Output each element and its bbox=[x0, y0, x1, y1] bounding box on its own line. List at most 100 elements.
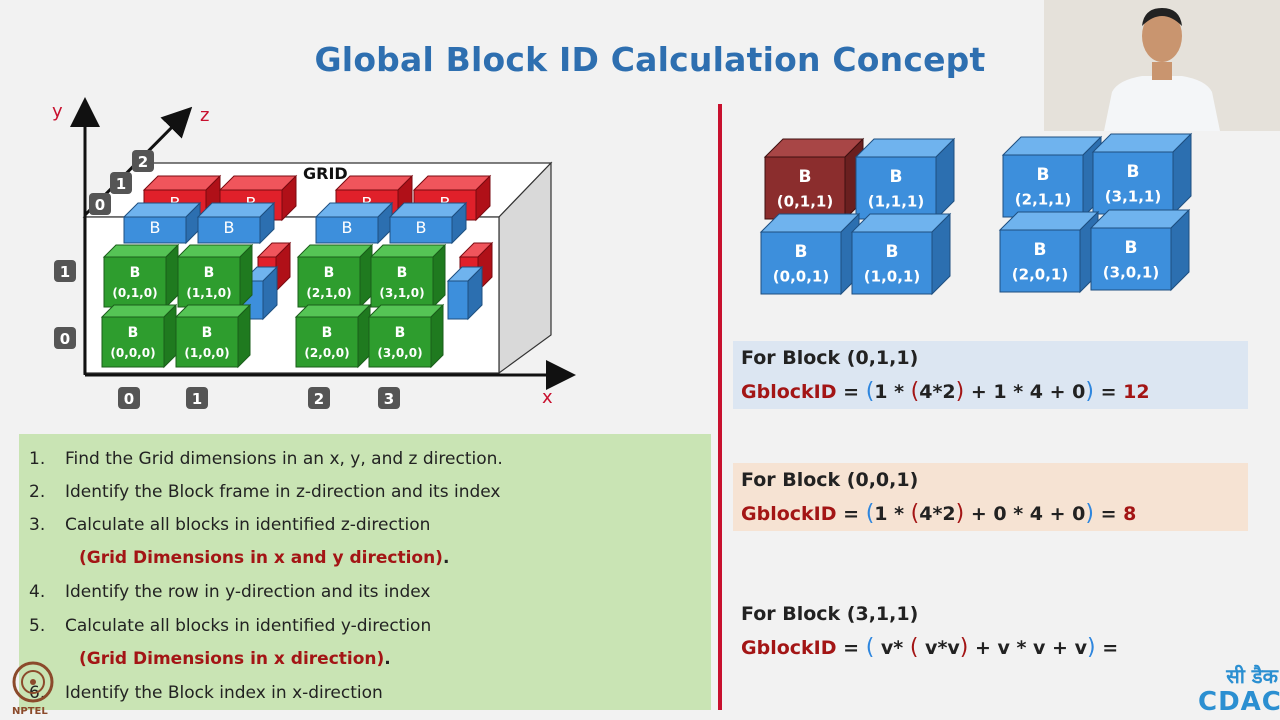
layer-block: B(1,1,1) bbox=[854, 137, 956, 221]
formula-label: GblockID bbox=[741, 637, 837, 659]
grid-diagram: GRID y z x 012100123BBBBBBBBB(0,1,0)B(1,… bbox=[52, 97, 576, 409]
cdac-logo-hindi: सी डैक bbox=[1226, 664, 1278, 688]
cube-front-face bbox=[760, 231, 842, 295]
index-badge-bg bbox=[89, 193, 111, 215]
index-badge-text: 1 bbox=[116, 175, 126, 193]
block-letter: B bbox=[890, 167, 903, 187]
step-number: 2. bbox=[29, 482, 46, 502]
step-1: 1.Find the Grid dimensions in an x, y, a… bbox=[29, 449, 503, 469]
index-badge-text: 3 bbox=[384, 390, 394, 408]
x-index-badge: 1 bbox=[186, 387, 208, 409]
cube-top-face bbox=[102, 244, 180, 258]
index-badge-bg bbox=[54, 327, 76, 349]
step-note-text: (Grid Dimensions in x direction) bbox=[79, 649, 385, 669]
y-index-badge: 0 bbox=[54, 327, 76, 349]
example-heading: For Block (3,1,1) bbox=[741, 603, 919, 625]
cdac-logo: सी डैक CDAC bbox=[1198, 664, 1280, 718]
z-index-badge: 0 bbox=[89, 193, 111, 215]
index-badge-bg bbox=[118, 387, 140, 409]
block-letter: B bbox=[128, 325, 139, 341]
block-letter: B bbox=[795, 242, 808, 262]
block-letter: B bbox=[886, 242, 899, 262]
step-text: Calculate all blocks in identified y-dir… bbox=[65, 616, 432, 636]
z-index-badge: 1 bbox=[110, 172, 132, 194]
cube-front-face bbox=[123, 216, 187, 244]
block-letter: B bbox=[224, 218, 235, 237]
y-axis-label: y bbox=[52, 101, 63, 122]
block-letter: B bbox=[202, 325, 213, 341]
cube-top-face bbox=[296, 244, 374, 258]
example-block-0-1-1: For Block (0,1,1) GblockID = (1 * (4*2) … bbox=[733, 341, 1248, 409]
layer-block: B (3,0,1) bbox=[1089, 208, 1191, 292]
index-badge-text: 0 bbox=[124, 390, 134, 408]
block-label: (0,1,1) bbox=[777, 193, 833, 211]
z-index-badge: 2 bbox=[132, 150, 154, 172]
formula-result: 12 bbox=[1123, 381, 1150, 403]
index-badge-bg bbox=[110, 172, 132, 194]
middle-blue-block: B bbox=[314, 201, 394, 245]
nptel-logo: NPTEL bbox=[12, 661, 54, 716]
index-badge-bg bbox=[132, 150, 154, 172]
block-letter: B bbox=[130, 265, 141, 281]
block-label: (3,0,0) bbox=[377, 346, 422, 360]
block-letter: B bbox=[397, 265, 408, 281]
block-letter: B bbox=[342, 218, 353, 237]
grid-block: B (2,0,0) bbox=[294, 303, 372, 369]
example-formula: GblockID = (1 * (4*2) + 0 * 4 + 0) = 8 bbox=[741, 501, 1137, 526]
middle-blue-block: B bbox=[122, 201, 202, 245]
step-6: 6.Identify the Block index in x-directio… bbox=[29, 683, 383, 703]
cube-front-face bbox=[389, 216, 453, 244]
layer-block: B(1,0,1) bbox=[850, 212, 952, 296]
cube-front-face bbox=[1090, 227, 1172, 291]
step-text: Identify the row in y-direction and its … bbox=[65, 582, 431, 602]
step-number: 5. bbox=[29, 616, 46, 636]
block-label: (3,0,1) bbox=[1103, 264, 1159, 282]
block-label: (0,0,1) bbox=[773, 268, 829, 286]
slide-title: Global Block ID Calculation Concept bbox=[314, 40, 986, 79]
formula-result: 8 bbox=[1123, 503, 1137, 525]
step-number: 4. bbox=[29, 582, 46, 602]
layer-block: B(2,0,1) bbox=[998, 210, 1100, 294]
speaker-figure bbox=[1044, 0, 1280, 131]
layer-block: B (0,0,1) bbox=[759, 212, 861, 296]
middle-blue-block bbox=[446, 265, 484, 321]
grid-block: B (1,0,0) bbox=[174, 303, 252, 369]
block-letter: B bbox=[416, 218, 427, 237]
block-letter: B bbox=[1037, 165, 1050, 185]
cube-front-face bbox=[197, 216, 261, 244]
cube-front-face bbox=[101, 316, 165, 368]
cdac-logo-text: CDAC bbox=[1198, 687, 1280, 717]
step-5: 5. Calculate all blocks in identified y-d… bbox=[29, 616, 431, 636]
cube-front-face bbox=[175, 316, 239, 368]
grid-block: B(0,1,0) bbox=[102, 243, 180, 309]
index-badge-bg bbox=[308, 387, 330, 409]
formula-label: GblockID bbox=[741, 381, 837, 403]
block-letter: B bbox=[204, 265, 215, 281]
cube-front-face bbox=[295, 316, 359, 368]
example-heading: For Block (0,1,1) bbox=[741, 347, 919, 369]
x-index-badge: 3 bbox=[378, 387, 400, 409]
example-block-3-1-1: For Block (3,1,1) GblockID = ( v* ( v*v)… bbox=[733, 597, 1248, 665]
step-text: Calculate all blocks in identified z-dir… bbox=[65, 515, 431, 535]
steps-panel: 1.Find the Grid dimensions in an x, y, a… bbox=[19, 434, 711, 710]
block-label: (3,1,1) bbox=[1105, 188, 1161, 206]
layer-block: B(2,1,1) bbox=[1001, 135, 1103, 219]
index-badge-bg bbox=[378, 387, 400, 409]
cube-front-face bbox=[368, 316, 432, 368]
nptel-logo-text: NPTEL bbox=[12, 706, 48, 716]
grid-label: GRID bbox=[303, 164, 348, 183]
layer-diagram: B(0,1,1)B(1,1,1)B(2,1,1)B(3,1,1)B(0,0,1)… bbox=[759, 132, 1193, 296]
cube-front-face bbox=[447, 280, 469, 320]
cube-top-face bbox=[100, 304, 178, 318]
cube-top-face bbox=[174, 304, 252, 318]
block-letter: B bbox=[322, 325, 333, 341]
speaker-video bbox=[1044, 0, 1280, 131]
cube-front-face bbox=[855, 156, 937, 220]
block-label: (1,0,0) bbox=[184, 346, 229, 360]
step-number: 3. bbox=[29, 515, 46, 535]
block-letter: B bbox=[1125, 238, 1138, 258]
block-label: (2,0,0) bbox=[304, 346, 349, 360]
vertical-divider bbox=[718, 104, 722, 710]
cube-front-face bbox=[999, 229, 1081, 293]
x-index-badge: 0 bbox=[118, 387, 140, 409]
